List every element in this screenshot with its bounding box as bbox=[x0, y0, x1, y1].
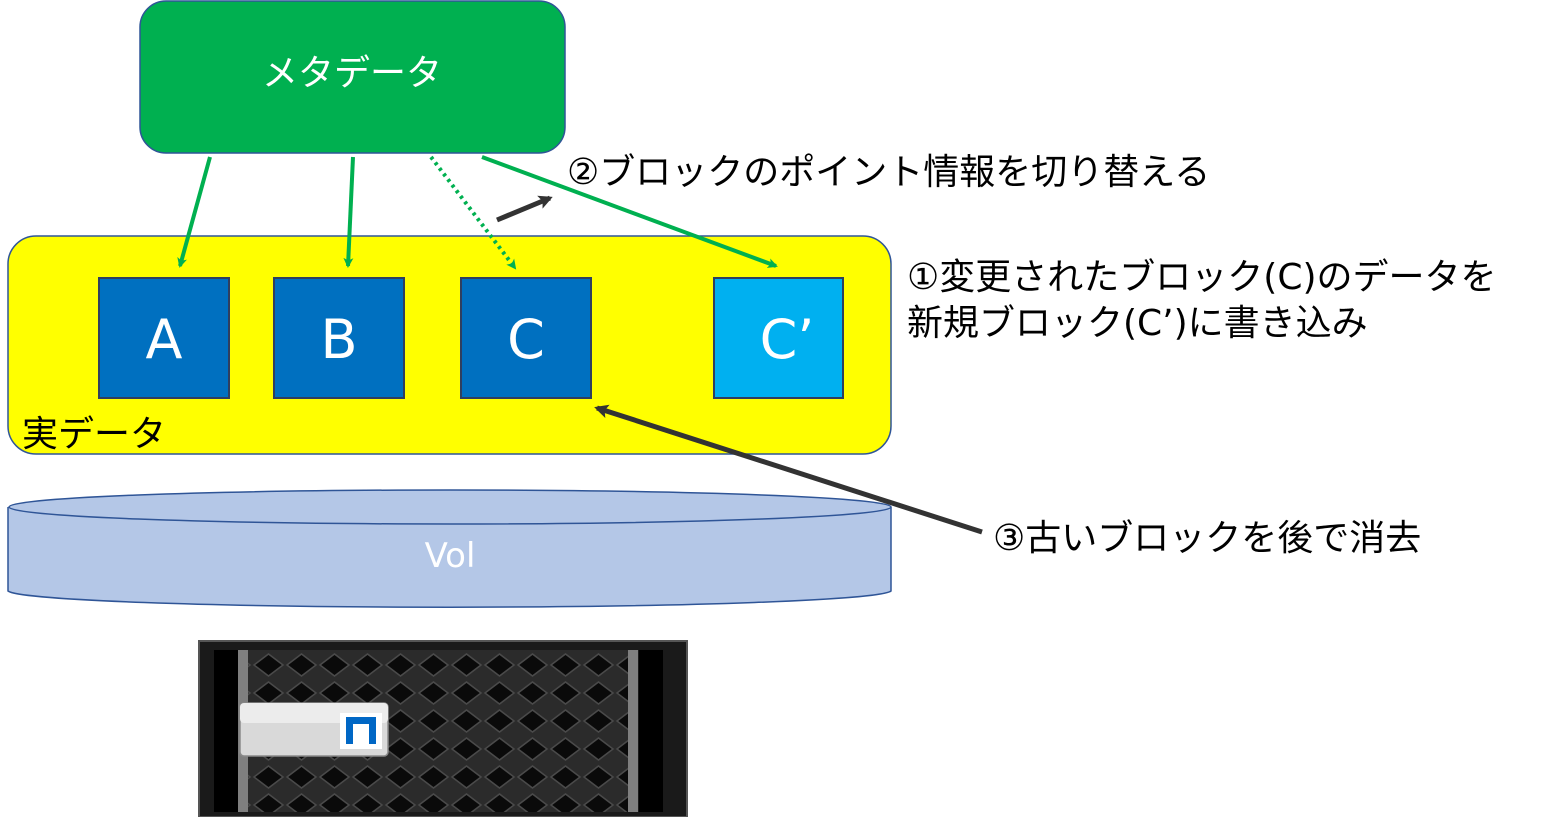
block-c-label: C bbox=[507, 308, 545, 371]
step3-annotation: ③古いブロックを後で消去 bbox=[993, 518, 1421, 559]
pointer-arrow-b bbox=[343, 156, 355, 268]
switch-arrow bbox=[496, 195, 553, 223]
pointer-arrow-c-old bbox=[429, 155, 517, 270]
netapp-logo-icon bbox=[340, 713, 382, 749]
block-a: A bbox=[98, 277, 230, 399]
storage-device bbox=[198, 640, 688, 817]
metadata-label: メタデータ bbox=[262, 53, 442, 94]
block-b-label: B bbox=[320, 308, 357, 371]
delete-arrow bbox=[594, 404, 983, 535]
pointer-arrow-c-prime bbox=[481, 155, 778, 268]
step1-annotation-line1: ①変更されたブロック(C)のデータを bbox=[907, 257, 1497, 298]
step1-annotation-line2: 新規ブロック(C’)に書き込み bbox=[907, 303, 1368, 344]
block-b: B bbox=[273, 277, 405, 399]
volume-cylinder: Vol bbox=[7, 489, 892, 608]
block-c-prime: C’ bbox=[713, 277, 844, 399]
metadata-node: メタデータ bbox=[139, 0, 566, 154]
pointer-arrow-a bbox=[177, 156, 212, 268]
block-c-prime-label: C’ bbox=[760, 308, 815, 371]
step2-annotation: ②ブロックのポイント情報を切り替える bbox=[567, 152, 1210, 193]
block-c: C bbox=[460, 277, 592, 399]
volume-label: Vol bbox=[425, 536, 476, 576]
actual-data-label: 実データ bbox=[22, 414, 166, 455]
block-a-label: A bbox=[146, 308, 183, 371]
